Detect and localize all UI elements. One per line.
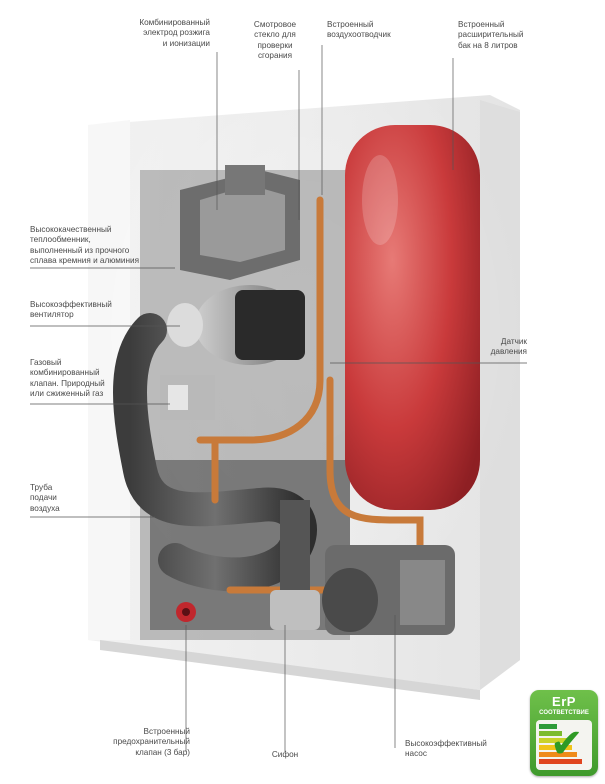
label-heat-exchanger: Высококачественный теплообменник, выполн…	[30, 225, 140, 266]
label-fan: Высокоэффективный вентилятор	[30, 300, 112, 320]
erp-energy-bar	[539, 759, 582, 764]
leader-lines	[30, 45, 527, 752]
fan	[167, 285, 305, 365]
checkmark-icon: ✔	[550, 722, 584, 766]
label-gas-valve: Газовый комбинированный клапан. Природны…	[30, 358, 105, 399]
erp-badge-title: ErP	[552, 694, 576, 709]
label-siphon: Сифон	[271, 750, 299, 759]
expansion-tank	[345, 125, 480, 510]
label-expansion-tank: Встроенный расширительный бак на 8 литро…	[458, 20, 524, 50]
pump	[322, 545, 455, 635]
heat-exchanger	[180, 165, 300, 280]
erp-compliance-badge: ErP СООТВЕТСТВИЕ ✔	[530, 690, 598, 776]
safety-valve	[176, 602, 196, 622]
label-safety-valve: Встроенный предохранительный клапан (3 б…	[113, 727, 190, 757]
erp-energy-bar	[539, 724, 557, 729]
erp-energy-bar	[539, 731, 562, 736]
label-electrode: Комбинированный электрод розжига и иониз…	[139, 18, 210, 48]
air-supply-pipe	[113, 313, 317, 592]
erp-energy-bar	[539, 752, 577, 757]
label-pump: Высокоэффективный насос	[405, 739, 487, 759]
gas-valve	[160, 375, 215, 420]
erp-energy-bar	[539, 738, 567, 743]
erp-energy-bar	[539, 745, 572, 750]
erp-badge-subtitle: СООТВЕТСТВИЕ	[539, 710, 589, 716]
erp-energy-scale: ✔	[536, 720, 592, 770]
label-pressure-sensor: Датчик давления	[490, 337, 527, 357]
label-air-vent: Встроенный воздухоотводчик	[327, 20, 391, 40]
siphon	[270, 500, 320, 630]
label-air-pipe: Труба подачи воздуха	[30, 483, 60, 513]
label-sight-glass: Смотровое стекло для проверки сгорания	[253, 20, 297, 61]
